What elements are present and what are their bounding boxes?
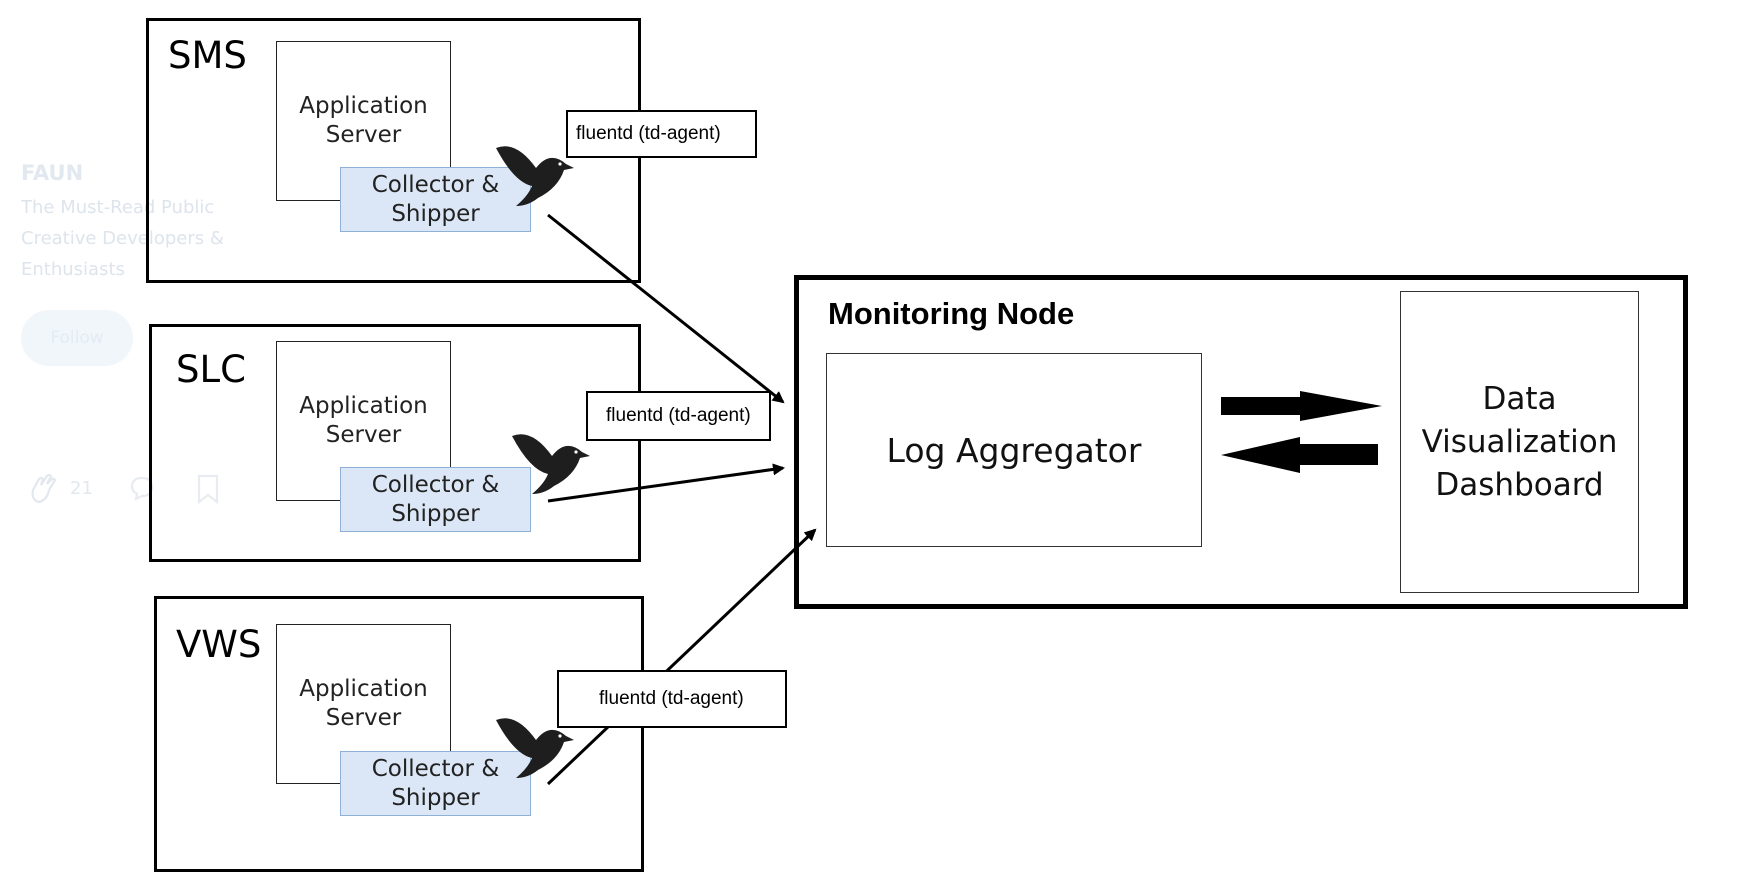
collector-shipper-box: Collector &Shipper	[340, 167, 531, 232]
app-server-label: Server	[325, 422, 402, 448]
fluentd-bird-icon	[512, 434, 590, 494]
fluentd-agent-label: fluentd (td-agent)	[557, 670, 787, 728]
app-server-label: Server	[325, 705, 402, 731]
app-server-label: Application	[299, 393, 428, 419]
collector-label: Shipper	[391, 500, 480, 527]
clap-icon[interactable]	[25, 470, 61, 506]
tagline-line: The Must-Read Public	[21, 197, 215, 218]
dashboard-box: Data Visualization Dashboard	[1400, 291, 1639, 593]
app-server-label: Server	[325, 122, 402, 148]
app-server-label: Application	[299, 676, 428, 702]
arrow-dashboard-to-aggregator	[1221, 437, 1378, 473]
fluentd-bird-icon	[496, 718, 574, 778]
source-title: SMS	[168, 34, 247, 77]
fluentd-agent-label: fluentd (td-agent)	[566, 110, 757, 158]
collector-label: Collector &	[371, 755, 500, 782]
monitoring-node-title: Monitoring Node	[828, 296, 1075, 331]
log-aggregator-label: Log Aggregator	[886, 430, 1142, 470]
collector-label: Shipper	[391, 784, 480, 811]
dashboard-label: Visualization	[1421, 423, 1618, 460]
dashboard-label: Dashboard	[1435, 466, 1604, 503]
clap-count: 21	[70, 478, 93, 499]
tagline-line: Creative Developers &	[21, 228, 224, 249]
collector-label: Shipper	[391, 200, 480, 227]
source-box-slc	[149, 324, 641, 562]
agent-text: fluentd (td-agent)	[576, 123, 721, 144]
log-aggregator-box: Log Aggregator	[826, 353, 1202, 547]
tagline-line: Enthusiasts	[21, 259, 125, 280]
fluentd-agent-label: fluentd (td-agent)	[586, 391, 771, 441]
follow-button[interactable]: Follow	[21, 310, 133, 366]
app-server-label: Application	[299, 93, 428, 119]
collector-shipper-box: Collector &Shipper	[340, 467, 531, 532]
collector-label: Collector &	[371, 471, 500, 498]
source-box-vws	[154, 596, 644, 872]
arrow-aggregator-to-dashboard	[1221, 391, 1382, 421]
agent-text: fluentd (td-agent)	[606, 405, 751, 426]
arrow-vws-to-aggregator	[546, 528, 817, 786]
bookmark-icon[interactable]	[196, 474, 220, 504]
agent-text: fluentd (td-agent)	[599, 688, 744, 709]
arrow-slc-to-aggregator	[547, 463, 785, 503]
fluentd-bird-icon	[496, 146, 574, 206]
source-title: VWS	[176, 623, 262, 666]
publication-name[interactable]: FAUN	[21, 161, 84, 185]
dashboard-label: Data	[1482, 380, 1557, 417]
collector-label: Collector &	[371, 171, 500, 198]
arrow-sms-to-aggregator	[547, 213, 785, 404]
source-title: SLC	[176, 348, 246, 391]
collector-shipper-box: Collector &Shipper	[340, 751, 531, 816]
publication-tagline: The Must-Read Public Creative Developers…	[21, 192, 226, 285]
